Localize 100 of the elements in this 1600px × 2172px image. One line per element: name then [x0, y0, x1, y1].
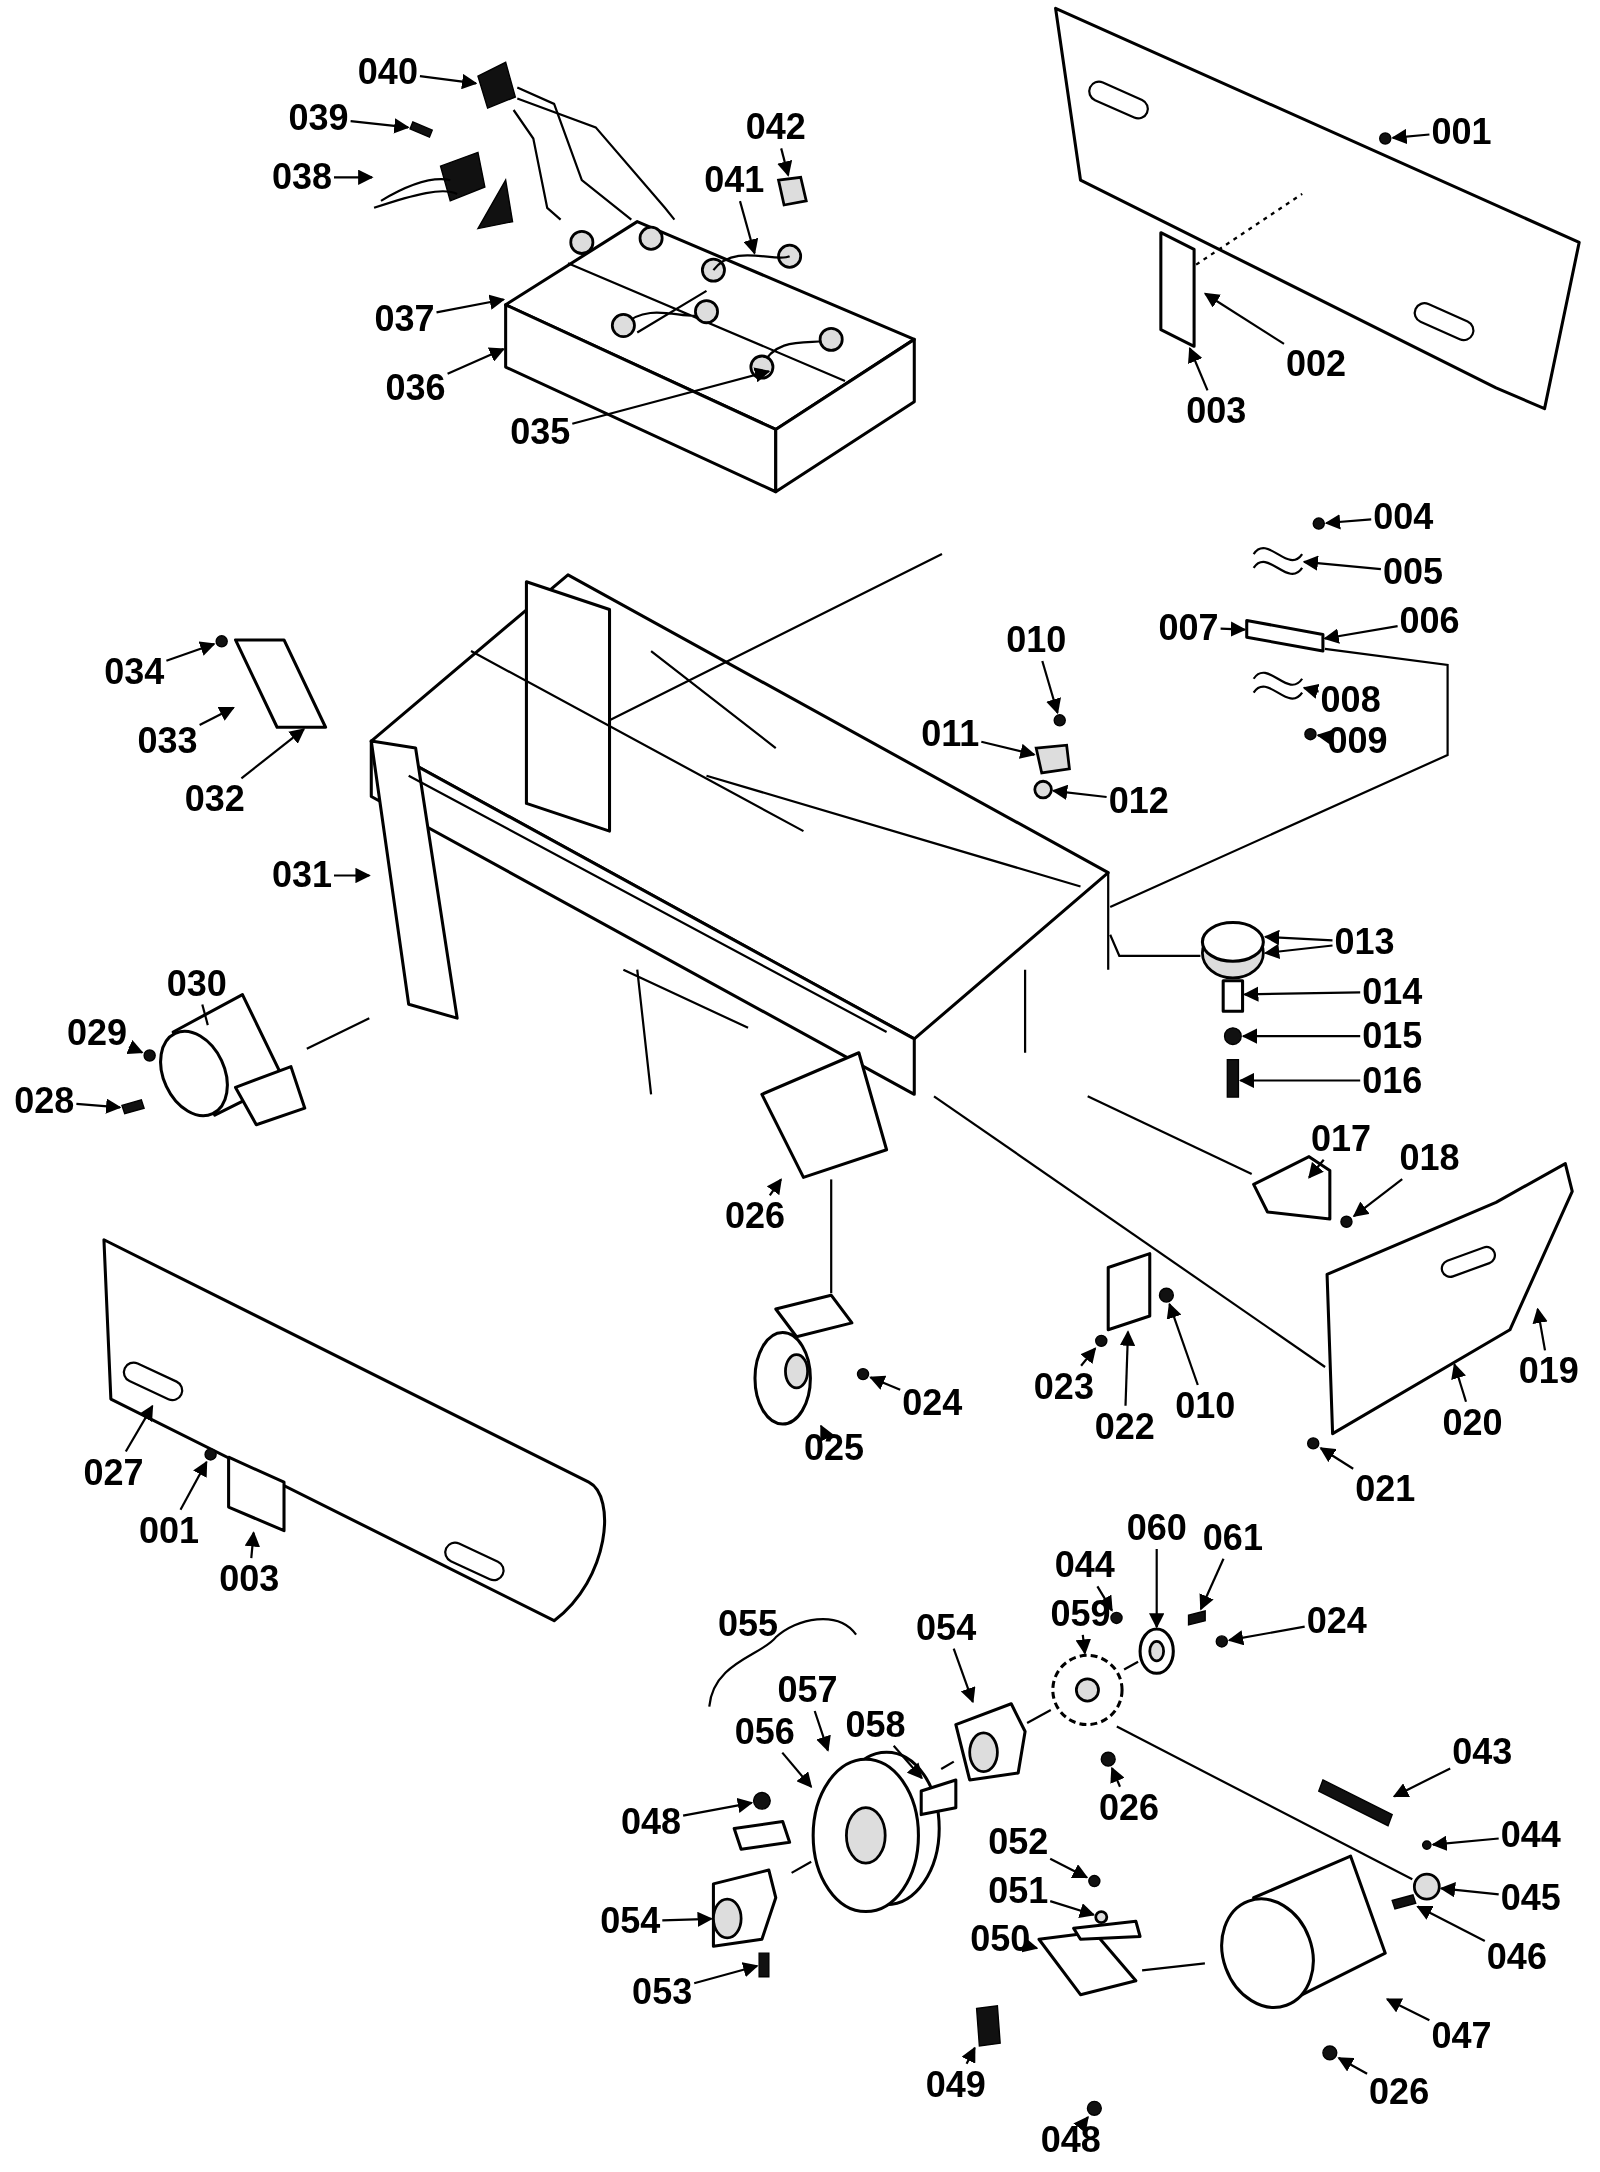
mounting-plate-drawing: [227, 1455, 286, 1533]
screw-drawing: [1379, 132, 1392, 145]
callout-number: 008: [1320, 680, 1381, 719]
nut-drawing: [1322, 2045, 1338, 2061]
leader-arrow: [244, 1531, 260, 1559]
callout-number: 036: [385, 368, 446, 407]
callout-number: 010: [1006, 621, 1067, 659]
leader-arrow: [981, 740, 1036, 759]
callout-number: 030: [166, 964, 227, 1003]
callout-number: 043: [1452, 1733, 1513, 1772]
callout-number: 060: [1126, 1508, 1187, 1547]
screw-drawing: [1215, 1635, 1229, 1648]
leader-arrow: [126, 1039, 144, 1055]
axle-drawing: [919, 1778, 958, 1817]
leader-line: [201, 1004, 209, 1026]
leader-arrow: [693, 1962, 759, 1985]
assembly-line: [1116, 1725, 1413, 1881]
callout-number: 026: [724, 1197, 785, 1236]
leader-arrow: [1439, 1882, 1499, 1898]
leader-arrow: [1323, 625, 1398, 644]
latch-drawing: [1034, 743, 1071, 775]
drive-wheel-drawing: [811, 1750, 941, 1914]
washer-drawing: [1033, 779, 1053, 800]
screw-drawing: [204, 1448, 217, 1461]
bracket-drawing: [760, 1051, 889, 1179]
sleeve-drawing: [1221, 979, 1245, 1013]
leader-arrow: [766, 1178, 782, 1196]
leader-arrow: [820, 1424, 835, 1442]
callout-number: 025: [803, 1428, 864, 1467]
callout-number: 021: [1355, 1470, 1416, 1509]
callout-number: 010: [1175, 1387, 1236, 1426]
callout-number: 003: [219, 1560, 280, 1599]
callout-number: 005: [1382, 553, 1443, 592]
leader-arrow: [1324, 514, 1372, 530]
bolt-drawing: [856, 1367, 870, 1381]
leader-arrow: [240, 728, 306, 780]
leader-arrow: [1051, 784, 1107, 801]
spring-drawing: [1252, 547, 1304, 575]
plug-drawing: [477, 61, 517, 109]
leader-arrow: [1080, 1347, 1097, 1367]
assembly-line: [1087, 1095, 1253, 1175]
chain-drawing: [1317, 1779, 1394, 1827]
leader-arrow: [1075, 1634, 1091, 1655]
leader-arrow: [1352, 1178, 1403, 1218]
bearing-drawing: [711, 1820, 792, 1948]
leader-arrow: [1149, 1549, 1165, 1629]
callout-number: 045: [1500, 1878, 1561, 1917]
leader-arrow: [1203, 292, 1285, 345]
leader-arrow: [1049, 1900, 1096, 1918]
pulley-drawing: [1412, 1872, 1441, 1901]
callout-number: 009: [1327, 722, 1388, 761]
callout-number: 042: [745, 108, 806, 147]
leader-arrow: [124, 1404, 154, 1453]
screw-drawing: [215, 635, 228, 648]
assembly-line: [512, 109, 562, 221]
leader-arrow: [682, 1797, 754, 1817]
leader-arrow: [1385, 1998, 1430, 2022]
leader-arrow: [334, 169, 374, 185]
assembly-line: [830, 1179, 833, 1294]
callout-number: 033: [137, 722, 198, 761]
leader-arrow: [350, 118, 410, 134]
screw-drawing: [1110, 1611, 1123, 1625]
callout-number: 052: [988, 1823, 1049, 1862]
leader-arrow: [1319, 1447, 1354, 1470]
leader-arrow: [1337, 2057, 1368, 2075]
callout-number: 001: [1431, 112, 1492, 151]
leader-arrow: [892, 1744, 923, 1780]
sprocket-drawing: [1051, 1653, 1124, 1727]
leader-arrow: [1238, 1072, 1361, 1089]
callout-number: 001: [138, 1511, 200, 1550]
leader-arrow: [952, 1648, 976, 1704]
assembly-line: [1026, 1709, 1052, 1724]
nut-drawing: [1100, 1751, 1116, 1767]
callout-number: 026: [1369, 2072, 1430, 2111]
assembly-line: [940, 1760, 955, 1770]
callout-number: 016: [1362, 1061, 1423, 1100]
leader-arrow: [662, 1911, 713, 1927]
roller-drawing: [1200, 921, 1265, 980]
leader-arrow: [738, 200, 759, 255]
callout-number: 002: [1286, 345, 1347, 384]
callout-number: 024: [1306, 1601, 1367, 1640]
callout-number: 011: [921, 715, 980, 754]
terminal-cap-drawing: [776, 175, 808, 207]
callout-number: 028: [14, 1082, 75, 1121]
leader-arrow: [1302, 555, 1381, 571]
leader-arrow: [1041, 660, 1061, 715]
callout-number: 049: [925, 2065, 986, 2104]
callout-number: 013: [1334, 923, 1395, 961]
key-drawing: [1391, 1894, 1417, 1910]
callout-number: 059: [1050, 1594, 1111, 1633]
leader-arrow: [447, 347, 505, 375]
washer-drawing: [1094, 1910, 1109, 1925]
leader-arrow: [1227, 1625, 1305, 1646]
assembly-line: [1141, 1962, 1206, 1972]
leader-arrow: [1316, 729, 1333, 745]
frame-drawing: [369, 552, 1110, 1096]
leader-arrow: [436, 294, 506, 314]
callout-number: 026: [1098, 1788, 1160, 1827]
callout-number: 039: [288, 98, 349, 137]
callout-number: 054: [916, 1608, 977, 1647]
